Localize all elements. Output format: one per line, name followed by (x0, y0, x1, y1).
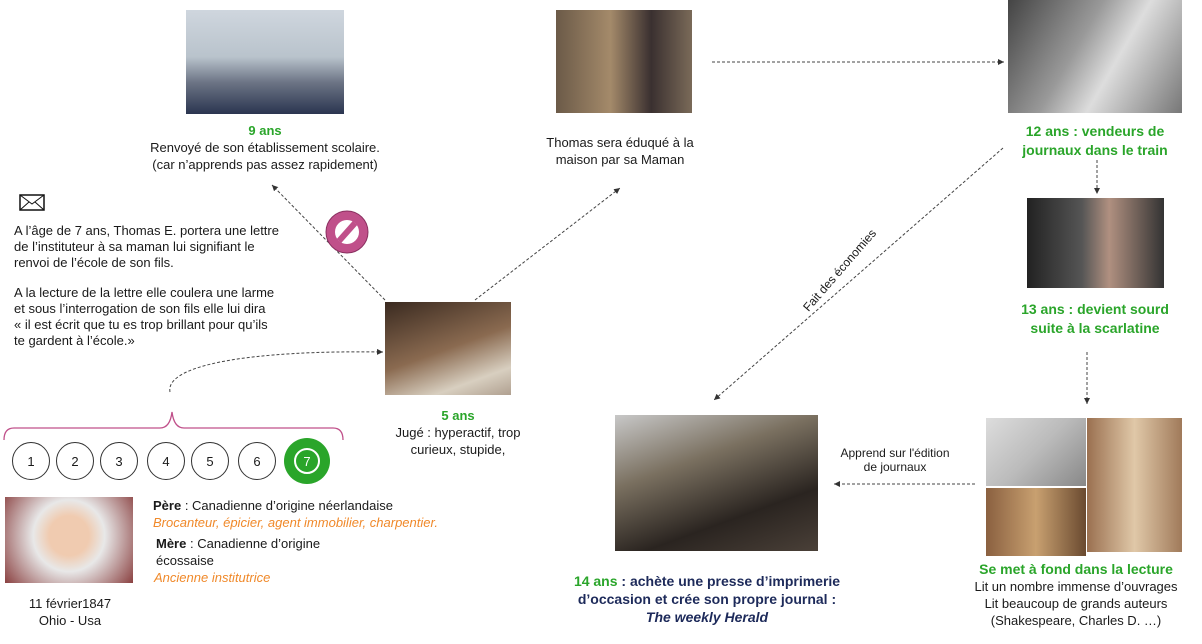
step-7-active[interactable]: 7 (284, 438, 330, 484)
mother-text: : Canadienne d’origine (186, 536, 321, 551)
letter-p2-l2: et sous l’interrogation de son fils elle… (14, 301, 266, 316)
arrow-5-to-home (474, 187, 621, 301)
arrow-12-to-14 (713, 147, 1004, 401)
birth-place: Ohio - Usa (38, 613, 102, 628)
reading-title: Se met à fond dans la lecture (979, 561, 1173, 577)
age14-journal: The weekly Herald (645, 609, 769, 625)
step-1[interactable]: 1 (12, 442, 50, 480)
home-line2: maison par sa Maman (555, 152, 685, 167)
forbidden-icon (324, 209, 370, 260)
step-7-label: 7 (294, 448, 320, 474)
age13-line2: suite à la scarlatine (1030, 320, 1160, 336)
letter-p1-l3: renvoi de l’école de son fils. (14, 255, 174, 270)
step-5[interactable]: 5 (191, 442, 229, 480)
steps-brace (3, 411, 344, 441)
reading-line2: Lit beaucoup de grands auteurs (984, 596, 1168, 611)
writing-photo (986, 418, 1086, 486)
age14-line2: d’occasion et crée son propre journal : (577, 591, 837, 607)
letter-p2-l3: « il est écrit que tu es trop brillant p… (14, 317, 268, 332)
step-2[interactable]: 2 (56, 442, 94, 480)
age5-line2: curieux, stupide, (410, 442, 506, 457)
reading-line3: (Shakespeare, Charles D. …) (990, 613, 1162, 628)
age9-title: 9 ans (248, 123, 282, 138)
apprend-line1: Apprend sur l'édition (840, 446, 950, 460)
age5-title: 5 ans (441, 408, 475, 423)
age14-line1: : achète une presse d’imprimerie (617, 573, 841, 589)
boy-reading-photo (385, 302, 511, 395)
letter-p1-l2: de l’instituteur à sa maman lui signifia… (14, 239, 255, 254)
home-line1: Thomas sera éduqué à la (546, 135, 694, 150)
apprend-line2: de journaux (863, 460, 927, 474)
age12-line1: 12 ans : vendeurs de (1025, 123, 1165, 139)
father-label: Père (153, 498, 182, 513)
mother-label: Mère (156, 536, 187, 551)
step-4[interactable]: 4 (147, 442, 185, 480)
deaf-photo (1027, 198, 1164, 288)
father-jobs: Brocanteur, épicier, agent immobilier, c… (153, 515, 438, 530)
mother-text2: écossaise (156, 553, 214, 568)
library-photo-1 (986, 488, 1086, 556)
library-photo-2 (1087, 418, 1182, 552)
arrow-7-to-5 (169, 348, 384, 393)
age14-age: 14 ans (573, 573, 618, 589)
graduation-photo (186, 10, 344, 114)
printing-press-photo (615, 415, 818, 551)
age5-line1: Jugé : hyperactif, trop (395, 425, 521, 440)
father-text: : Canadienne d’origine néerlandaise (181, 498, 393, 513)
letter-p1-l1: A l’âge de 7 ans, Thomas E. portera une … (14, 223, 279, 238)
birth-date: 11 février1847 (28, 596, 112, 611)
letter-p2-l4: te gardent à l’école.» (14, 333, 135, 348)
age9-line2: (car n’apprends pas assez rapidement) (152, 157, 378, 172)
reading-line1: Lit un nombre immense d’ouvrages (974, 579, 1178, 594)
mother-son-reading-photo (556, 10, 692, 113)
age12-line2: journaux dans le train (1022, 142, 1168, 158)
letter-p2-l1: A la lecture de la lettre elle coulera u… (14, 285, 275, 300)
newspapers-photo (1008, 0, 1182, 113)
mother-jobs: Ancienne institutrice (154, 570, 271, 585)
baby-photo (5, 497, 133, 583)
step-6[interactable]: 6 (238, 442, 276, 480)
age9-line1: Renvoyé de son établissement scolaire. (150, 140, 380, 155)
envelope-icon (19, 194, 45, 216)
step-3[interactable]: 3 (100, 442, 138, 480)
age13-line1: 13 ans : devient sourd (1021, 301, 1169, 317)
